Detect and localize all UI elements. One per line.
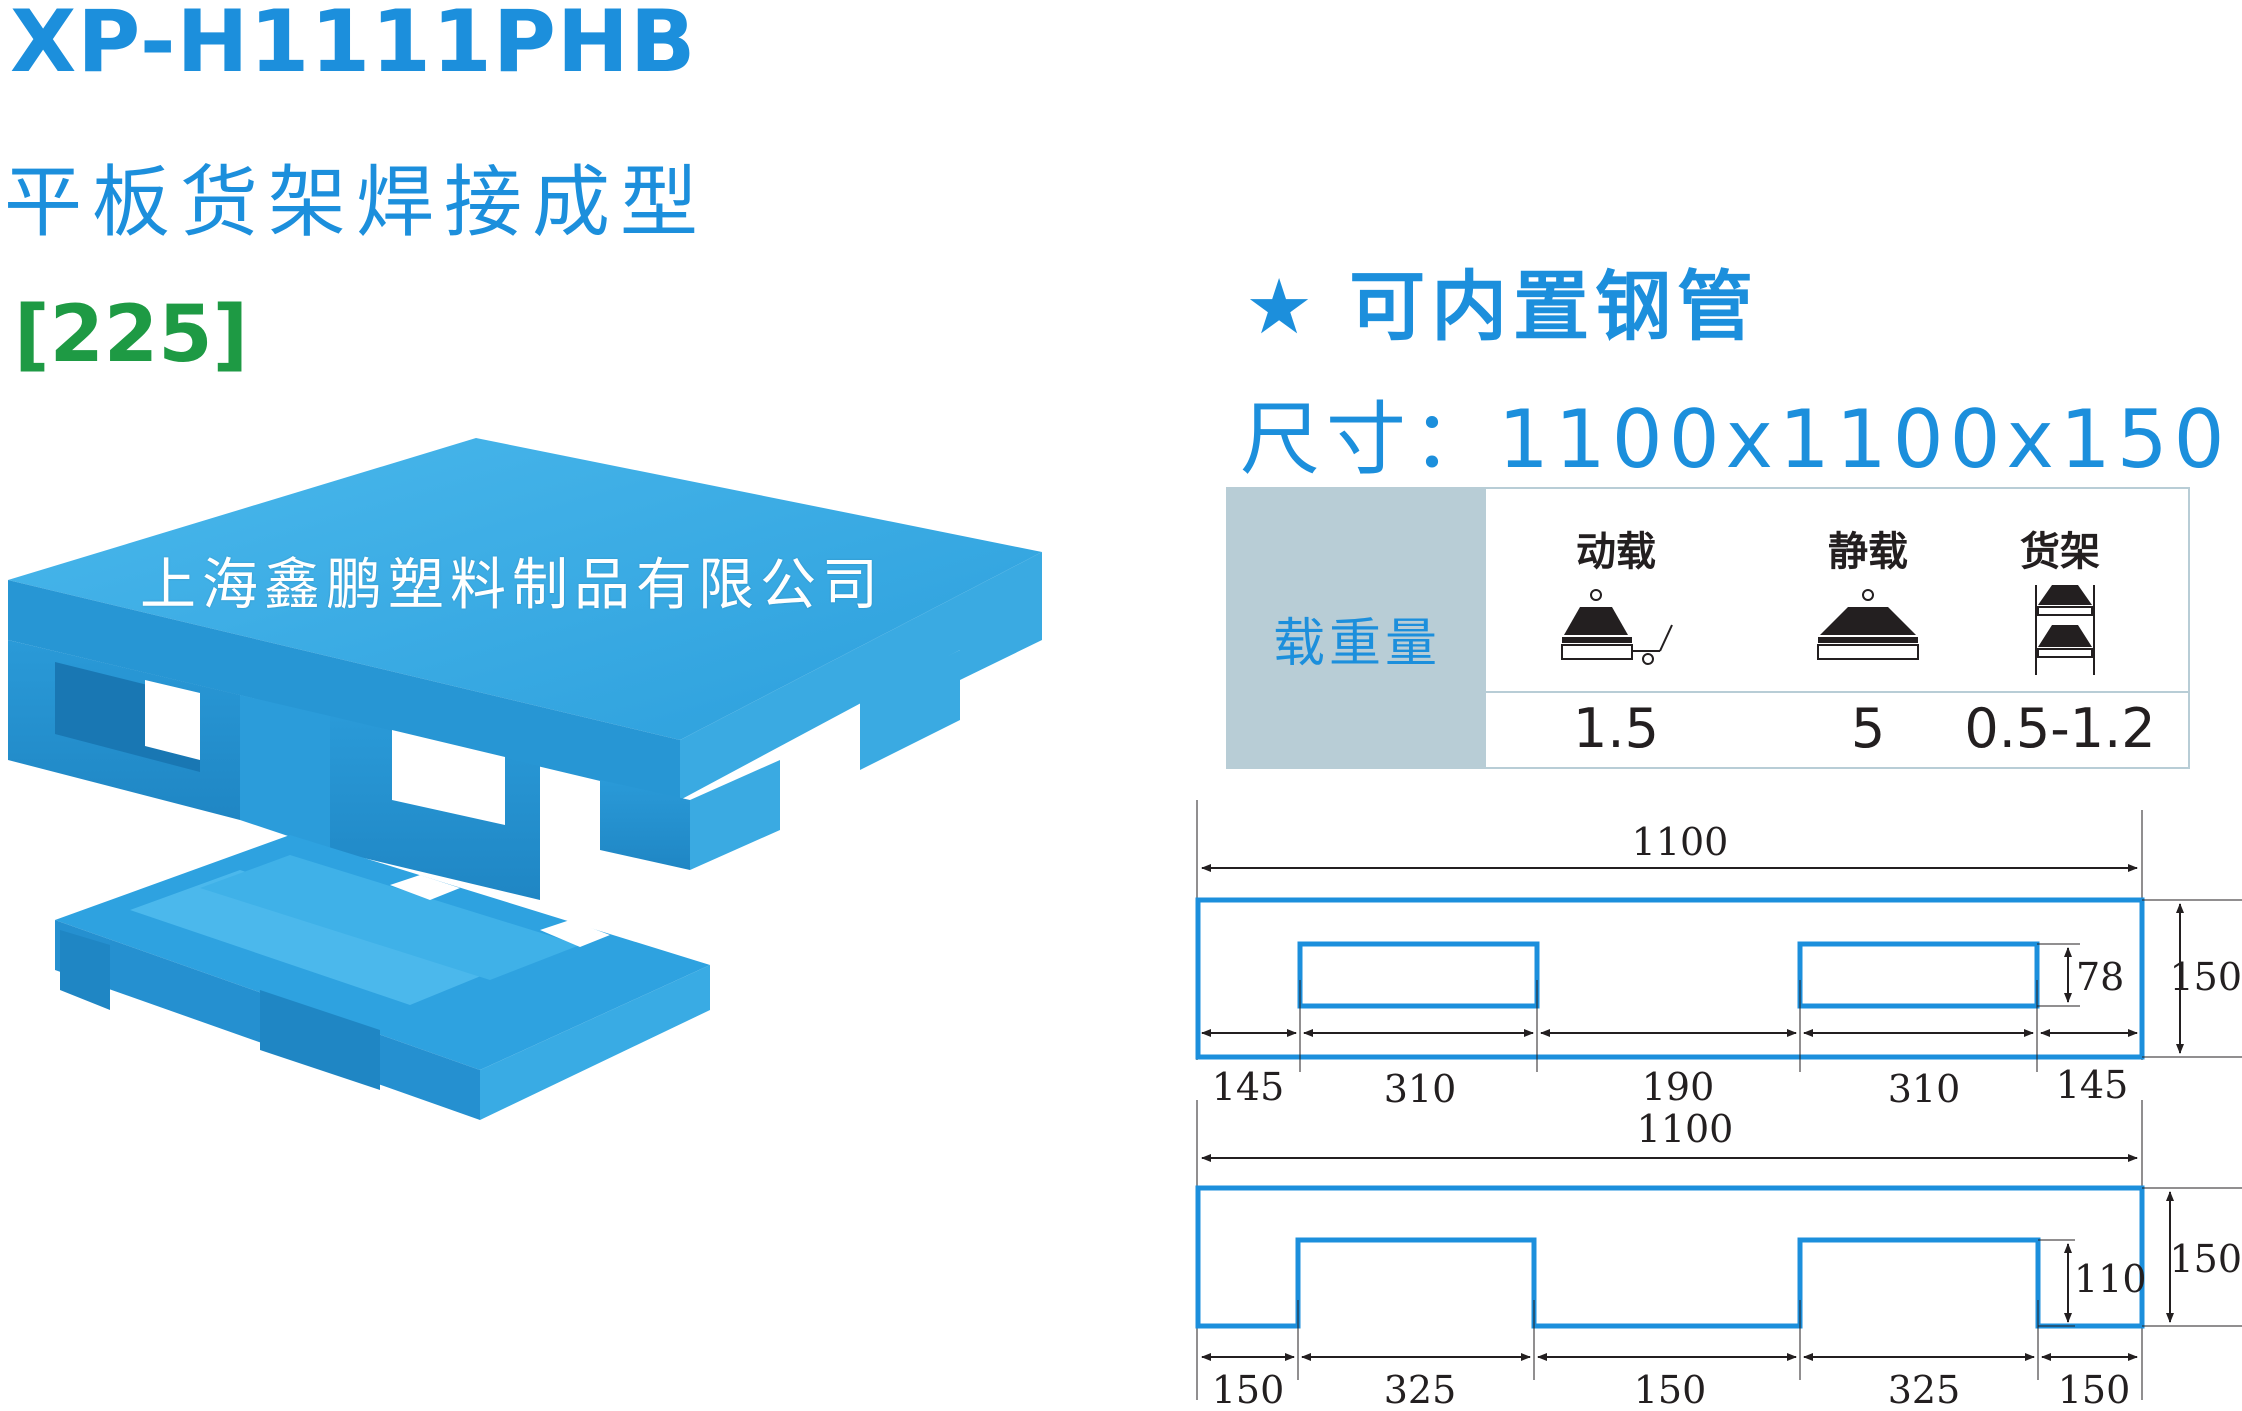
load-column-rack: 货架 0.5-1.2 bbox=[1940, 489, 2180, 767]
top-height: 150 bbox=[2169, 955, 2242, 999]
rack-load-icon bbox=[2035, 585, 2095, 675]
product-subtitle: 平板货架焊接成型 bbox=[4, 158, 709, 248]
feature-text: 可内置钢管 bbox=[1349, 262, 1760, 351]
load-column-dynamic: 动载 1.5 bbox=[1496, 489, 1736, 767]
load-label-cell: 载重量 bbox=[1228, 489, 1486, 767]
bottom-segment: 325 bbox=[1888, 1368, 1961, 1411]
bottom-opening-height: 110 bbox=[2074, 1257, 2147, 1301]
column-header: 静载 bbox=[1828, 529, 1908, 575]
top-segment: 310 bbox=[1888, 1067, 1961, 1111]
product-code: [225] bbox=[14, 290, 249, 380]
load-label: 载重量 bbox=[1272, 614, 1441, 674]
top-segment: 310 bbox=[1384, 1067, 1457, 1111]
top-total-width: 1100 bbox=[1632, 820, 1729, 864]
load-column-static: 静载 5 bbox=[1748, 489, 1988, 767]
bottom-segment: 150 bbox=[2058, 1368, 2131, 1411]
bottom-height: 150 bbox=[2169, 1237, 2242, 1281]
top-opening-height: 78 bbox=[2076, 955, 2124, 999]
bottom-segment: 150 bbox=[1212, 1368, 1285, 1411]
dimension-drawings: 1100 150 78 145 310 190 310 145 1100 bbox=[1195, 800, 2242, 1411]
static-load-icon bbox=[1817, 589, 1919, 660]
top-segment: 145 bbox=[1212, 1065, 1285, 1109]
load-capacity-table: 载重量 动载 1.5 静载 5 货架 bbox=[1226, 487, 2190, 769]
bottom-segment: 150 bbox=[1634, 1368, 1707, 1411]
dynamic-load-icon bbox=[1561, 589, 1673, 665]
column-value: 0.5-1.2 bbox=[1964, 697, 2156, 760]
size-spec: 尺寸：1100x1100x150 bbox=[1240, 393, 2231, 486]
column-value: 1.5 bbox=[1573, 697, 1659, 760]
top-segment: 145 bbox=[2056, 1063, 2129, 1107]
star-icon: ★ bbox=[1245, 262, 1320, 351]
bottom-total-width: 1100 bbox=[1637, 1107, 1734, 1151]
top-segment: 190 bbox=[1642, 1065, 1715, 1109]
pallet-product-image bbox=[8, 438, 1042, 1120]
side-view-drawing: 1100 150 110 150 325 150 325 150 bbox=[1195, 1100, 2242, 1411]
column-header: 货架 bbox=[2020, 529, 2100, 575]
model-number: XP-H1111PHB bbox=[10, 0, 697, 92]
column-value: 5 bbox=[1850, 697, 1886, 760]
bottom-segment: 325 bbox=[1384, 1368, 1457, 1411]
feature-line: ★ 可内置钢管 bbox=[1245, 245, 1759, 355]
table-divider bbox=[1486, 691, 2188, 693]
company-watermark: 上海鑫鹏塑料制品有限公司 bbox=[140, 553, 884, 618]
top-view-drawing: 1100 150 78 145 310 190 310 145 bbox=[1195, 800, 2242, 1111]
column-header: 动载 bbox=[1576, 529, 1656, 575]
